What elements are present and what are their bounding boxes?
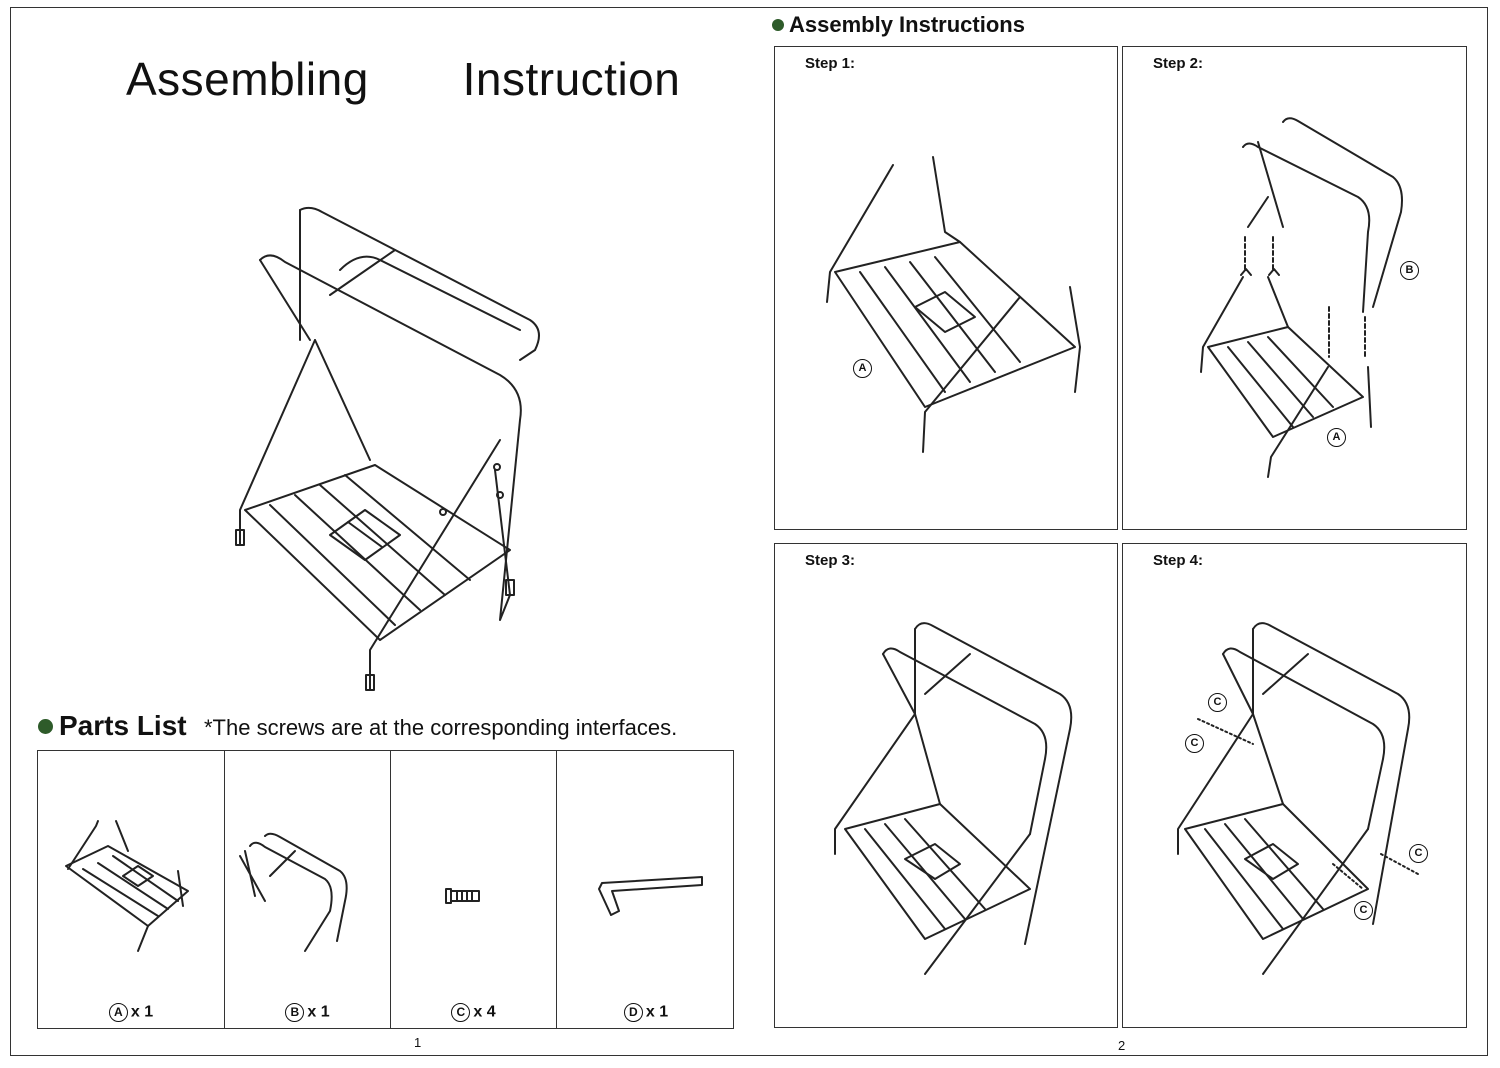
saddle-rack-icon [235,206,540,691]
parts-list-heading: Parts List [38,710,187,742]
step-2-panel: Step 2: B A [1122,46,1467,530]
bullet-icon [772,19,784,31]
parts-note: *The screws are at the corresponding int… [204,715,678,740]
callout-label: C [1354,901,1373,920]
step-label: Step 3: [805,552,856,569]
page-frame [10,7,1488,1056]
callout-label: C [1208,693,1227,712]
step-label: Step 2: [1153,55,1204,72]
step-2-diagram [1200,117,1403,478]
callout-label: C [1185,734,1204,753]
rack-top-frame-icon [239,832,348,952]
callout-label: B [1400,261,1419,280]
step-4-diagram [1177,622,1419,975]
bullet-icon [38,718,53,734]
step-3-panel: Step 3: [774,543,1118,1028]
callout-label: A [1327,428,1346,447]
callout-label: A [853,359,872,378]
step-1-diagram [826,156,1081,453]
page-title: Assembling Instruction [126,53,681,105]
assembly-heading: Assembly Instructions [772,12,1025,38]
callout-label: C [1409,844,1428,863]
step-label: Step 1: [805,55,856,72]
step-1-panel: Step 1: A [774,46,1118,530]
hex-key-icon [598,876,703,916]
page-number: 1 [414,1035,422,1050]
screw-icon [445,888,480,904]
step-3-diagram [834,622,1073,975]
rack-base-icon [65,820,189,952]
step-label: Step 4: [1153,552,1204,569]
step-4-panel: Step 4: C C C C [1122,543,1467,1028]
assembled-rack-illustration [200,200,560,700]
page-number: 2 [1118,1038,1126,1053]
